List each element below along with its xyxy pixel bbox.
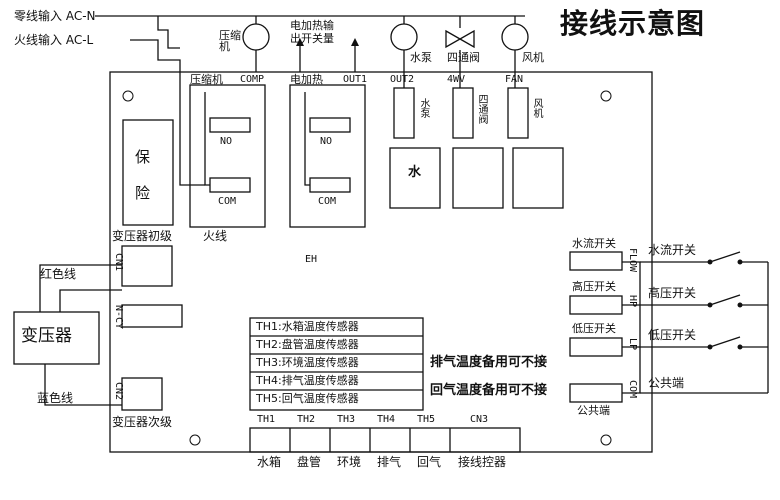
relay1-no: NO	[220, 136, 233, 147]
water-block-label: 水	[408, 165, 422, 180]
cn1-label: CN1	[113, 253, 124, 272]
blue-wire-label: 蓝色线	[37, 391, 74, 405]
valve-label: 四通阀	[447, 51, 480, 64]
terminal-name-5: 回气	[417, 455, 442, 469]
ncy-label: N-CY	[113, 305, 124, 330]
fuse-box	[122, 119, 174, 226]
com-port: COM	[627, 380, 638, 399]
relay1-port: COMP	[240, 74, 265, 85]
live-line	[130, 39, 205, 186]
terminal-name-1: 水箱	[257, 455, 282, 469]
hp-port: HP	[627, 295, 638, 308]
terminal-th3: TH3	[337, 414, 356, 425]
fuse-label-top: 保	[135, 148, 151, 166]
exhaust-note: 排气温度备用可不接	[430, 355, 548, 370]
terminal-th5: TH5	[417, 414, 436, 425]
pump-relay-label: 水泵	[418, 98, 429, 118]
fan-relay-label: 风机	[531, 98, 542, 118]
red-wire-label: 红色线	[40, 267, 77, 281]
relay2-port: OUT1	[343, 74, 368, 85]
live-line-label: 火线	[203, 229, 228, 243]
pcb-label: EH	[305, 254, 318, 265]
sensor-th3: TH3:环境温度传感器	[256, 356, 359, 369]
transformer-box	[13, 311, 100, 365]
diagram-title: 接线示意图	[560, 7, 706, 40]
terminal-th4: TH4	[377, 414, 396, 425]
relay2-label: 电加热	[290, 73, 323, 86]
fourwv-port: 4WV	[447, 74, 466, 85]
sensor-th5: TH5:回气温度传感器	[256, 392, 359, 405]
hp-switch-label: 高压开关	[648, 286, 697, 300]
sensor-th2: TH2:盘管温度传感器	[256, 338, 359, 351]
cn2-label: CN2	[113, 382, 124, 401]
hp-terminal-label: 高压开关	[572, 280, 616, 293]
valve-relay-label: 四通阀	[476, 94, 487, 124]
fan-port: FAN	[505, 74, 524, 85]
lp-port: LP	[627, 338, 638, 351]
terminal-name-3: 环境	[337, 455, 362, 469]
terminal-name-4: 排气	[377, 455, 402, 469]
relay1-com: COM	[218, 196, 237, 207]
live-input-label: 火线输入 AC-L	[14, 33, 94, 47]
out2-port: OUT2	[390, 74, 415, 85]
secondary-label: 变压器次级	[112, 415, 173, 429]
lp-switch-contact	[709, 336, 741, 348]
sensor-th1: TH1:水箱温度传感器	[256, 320, 359, 333]
relay1-label: 压缩机	[190, 73, 223, 86]
sensor-th4: TH4:排气温度传感器	[256, 374, 359, 387]
hp-switch-contact	[709, 294, 741, 306]
fuse-label-bottom: 险	[135, 184, 151, 202]
common-label: 公共端	[648, 376, 685, 390]
flow-switch-label: 水流开关	[648, 243, 697, 257]
heater-label: 电加热输 出开关量	[290, 19, 334, 45]
flow-port: FLOW	[627, 248, 638, 273]
com-terminal-label: 公共端	[577, 404, 610, 417]
return-note: 回气温度备用可不接	[430, 383, 548, 398]
terminal-th1: TH1	[257, 414, 276, 425]
primary-label: 变压器初级	[112, 229, 173, 243]
valve-symbol	[445, 29, 475, 49]
terminal-th2: TH2	[297, 414, 316, 425]
lp-switch-label: 低压开关	[648, 328, 697, 342]
relay2-com: COM	[318, 196, 337, 207]
fan-label: 风机	[522, 51, 544, 64]
transformer-label: 变压器	[21, 326, 72, 346]
fan-load	[501, 23, 529, 51]
terminal-name-6: 接线控器	[458, 455, 507, 469]
terminal-cn3: CN3	[470, 414, 489, 425]
relay2-no: NO	[320, 136, 333, 147]
flow-terminal-label: 水流开关	[572, 237, 616, 250]
pump-load	[390, 23, 418, 51]
pump-label: 水泵	[410, 51, 432, 64]
main-board	[109, 71, 653, 453]
flow-switch-contact	[709, 251, 741, 263]
neutral-input-label: 零线输入 AC-N	[14, 9, 96, 23]
terminal-name-2: 盘管	[297, 455, 322, 469]
lp-terminal-label: 低压开关	[572, 322, 616, 335]
compressor-load	[242, 23, 270, 51]
compressor-label: 压缩机	[219, 29, 241, 53]
